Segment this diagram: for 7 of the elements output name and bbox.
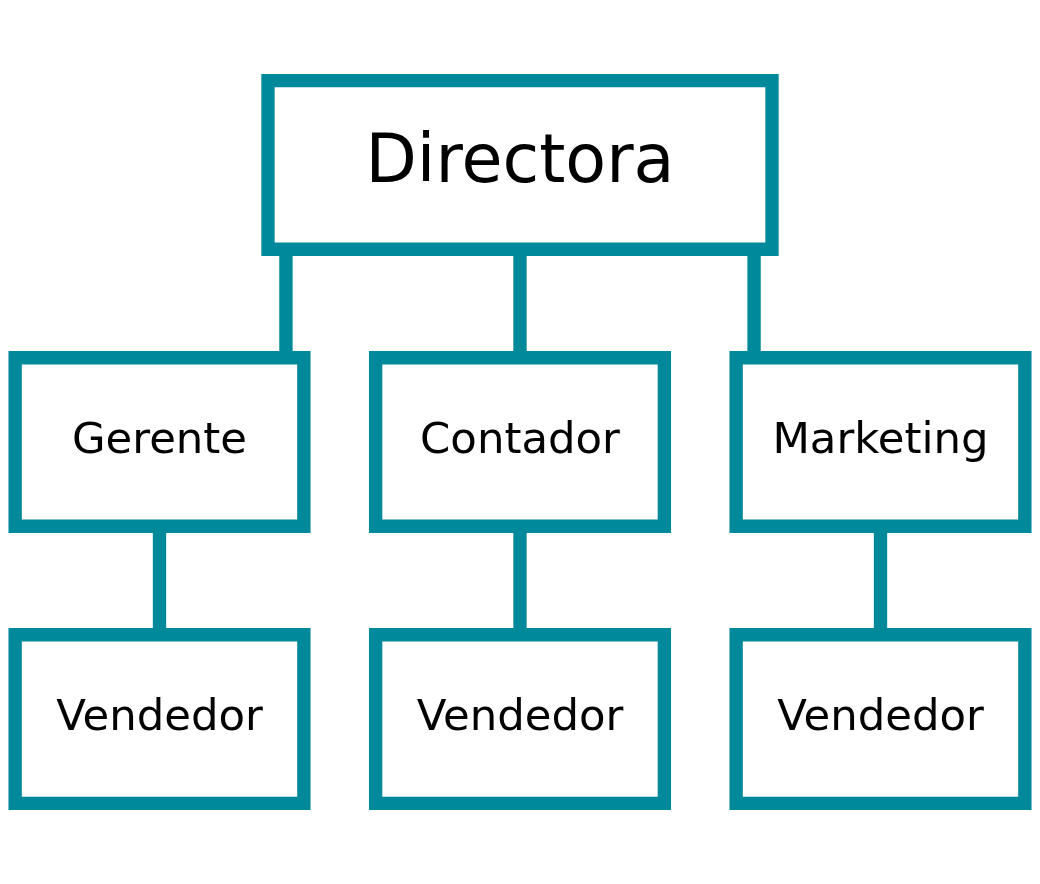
- node-box: Vendedor: [8, 628, 311, 810]
- node-box: Gerente: [8, 351, 311, 533]
- node-box: Directora: [261, 74, 779, 256]
- node-box: Marketing: [729, 351, 1032, 533]
- node-box: Vendedor: [368, 628, 672, 810]
- node-box: Contador: [368, 351, 672, 533]
- node-box: Vendedor: [729, 628, 1032, 810]
